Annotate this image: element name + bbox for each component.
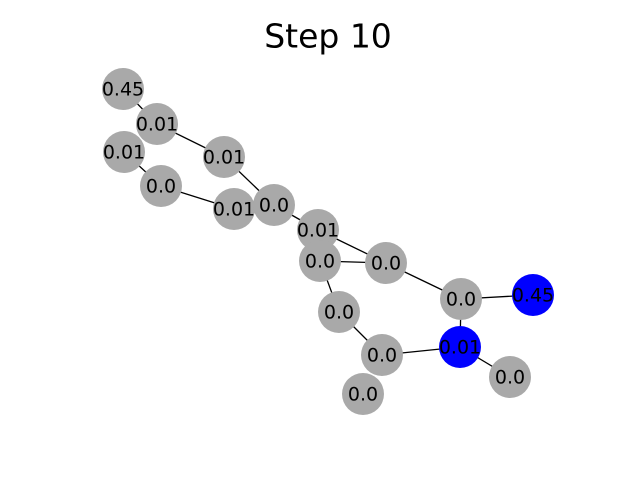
node-circle (489, 356, 531, 398)
graph-node: 0.01 (203, 136, 245, 178)
highlighted-node-circle (512, 274, 554, 316)
node-label: 0.01 (103, 142, 145, 164)
node-label: 0.01 (297, 220, 339, 242)
node-label: 0.01 (213, 199, 255, 221)
graph-node: 0.0 (489, 356, 531, 398)
node-circle (103, 131, 145, 173)
node-label: 0.0 (305, 251, 335, 273)
node-circle (297, 209, 339, 251)
graph-node: 0.01 (213, 188, 255, 230)
node-label: 0.0 (324, 302, 354, 324)
node-circle (342, 373, 384, 415)
graph-node: 0.0 (318, 291, 360, 333)
node-circle (136, 103, 178, 145)
graph-node: 0.01 (136, 103, 178, 145)
node-circle (361, 334, 403, 376)
graph-node: 0.0 (342, 373, 384, 415)
node-circle (102, 68, 144, 110)
node-label: 0.01 (136, 114, 178, 136)
graph-node: 0.0 (299, 240, 341, 282)
highlighted-node-circle (439, 326, 481, 368)
node-label: 0.01 (203, 147, 245, 169)
graph-node: 0.0 (361, 334, 403, 376)
node-label: 0.0 (146, 176, 176, 198)
graph-node: 0.45 (102, 68, 144, 110)
graph-node: 0.45 (512, 274, 554, 316)
graph-node: 0.01 (439, 326, 481, 368)
node-label: 0.0 (495, 367, 525, 389)
node-circle (213, 188, 255, 230)
node-label: 0.0 (367, 345, 397, 367)
node-circle (365, 242, 407, 284)
page-title: Step 10 (264, 17, 392, 56)
graph-node: 0.01 (103, 131, 145, 173)
node-label: 0.01 (439, 337, 481, 359)
node-label: 0.45 (512, 285, 554, 307)
graph-node: 0.01 (297, 209, 339, 251)
graph-node: 0.0 (140, 165, 182, 207)
node-label: 0.0 (371, 253, 401, 275)
node-label: 0.0 (259, 195, 289, 217)
node-circle (318, 291, 360, 333)
node-circle (140, 165, 182, 207)
node-circle (203, 136, 245, 178)
graph-node: 0.0 (440, 278, 482, 320)
graph-node: 0.0 (253, 184, 295, 226)
node-circle (440, 278, 482, 320)
node-label: 0.0 (446, 289, 476, 311)
node-circle (253, 184, 295, 226)
node-label: 0.0 (348, 384, 378, 406)
node-circle (299, 240, 341, 282)
graph-node: 0.0 (365, 242, 407, 284)
node-label: 0.45 (102, 79, 144, 101)
